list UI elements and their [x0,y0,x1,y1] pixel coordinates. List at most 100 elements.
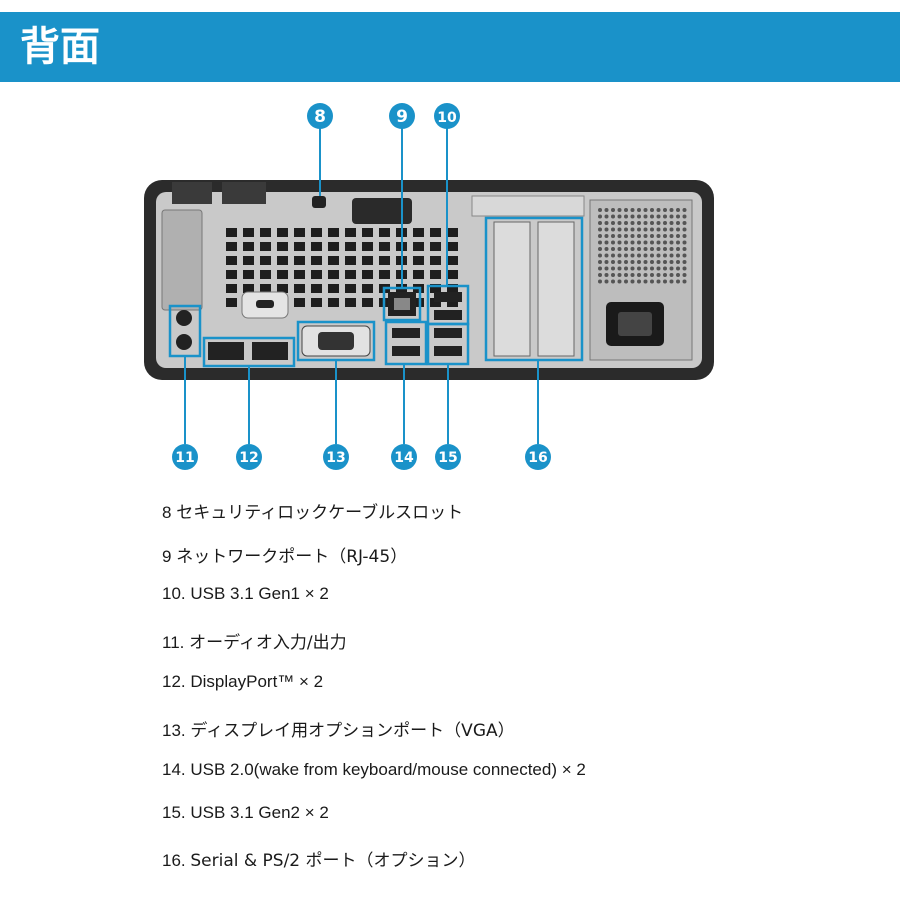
fan-hole [617,234,622,238]
fan-hole [656,266,661,271]
vent-hole [447,284,458,293]
list-item-text: セキュリティロックケーブルスロット [176,503,464,523]
fan-hole [669,221,674,225]
fan-hole [650,273,654,277]
vent-hole [413,256,424,265]
list-item-number: 15. [162,803,186,822]
audio-jack-bottom [176,334,192,350]
expansion-slot-1 [493,221,531,357]
fan-hole [676,221,680,225]
fan-hole [637,240,641,245]
fan-hole [676,279,680,284]
vent-hole [294,242,305,251]
fan-hole [650,214,654,219]
fan-hole [643,279,648,284]
fan-hole [604,221,609,225]
callout-8-label: 8 [314,107,326,127]
fan-hole [637,234,641,238]
list-item-number: 10. [162,584,186,603]
list-item-9: 9 ネットワークポート（RJ-45） [162,542,407,567]
list-item-12: 12. DisplayPort™ × 2 [162,672,323,692]
fan-hole [624,208,628,212]
fan-hole [624,247,628,251]
fan-hole [637,266,641,271]
vent-hole [447,298,458,307]
fan-hole [630,214,635,219]
vent-hole [447,270,458,279]
fan-hole [598,227,602,232]
fan-hole [656,260,661,264]
fan-hole [676,240,680,245]
vent-hole [328,256,339,265]
callout-9-label: 9 [396,107,408,127]
fan-hole [611,260,615,264]
vent-hole [277,256,288,265]
vent-hole [260,270,271,279]
vent-hole [379,256,390,265]
list-item-text: USB 3.1 Gen2 × 2 [190,803,329,822]
fan-hole [598,273,602,277]
fan-hole [630,266,635,271]
fan-hole [611,253,615,258]
fan-hole [643,253,648,258]
vent-hole [345,298,356,307]
list-item-number: 12. [162,672,186,691]
fan-hole [604,273,609,277]
vent-hole [447,242,458,251]
fan-hole [630,208,635,212]
fan-hole [604,240,609,245]
callout-11: 11 [172,444,198,470]
list-item-number: 11. [162,633,185,652]
fan-hole [624,234,628,238]
vent-hole [379,270,390,279]
fan-hole [650,279,654,284]
fan-hole [630,279,635,284]
fan-hole [617,240,622,245]
fan-hole [656,234,661,238]
vent-hole [345,228,356,237]
vent-hole [328,270,339,279]
fan-hole [676,214,680,219]
highlight-usb20 [384,320,428,366]
fan-hole [669,227,674,232]
fan-hole [663,279,667,284]
list-item-number: 9 [162,547,172,566]
vent-hole [447,228,458,237]
type-c-port [256,300,274,308]
fan-hole [656,273,661,277]
fan-hole [669,273,674,277]
list-item-number: 13. [162,721,186,740]
expansion-top-bar [471,195,585,217]
fan-hole [682,221,687,225]
rj45-inner [394,298,410,310]
fan-hole [637,208,641,212]
vent-hole [413,270,424,279]
list-item-text: オーディオ入力/出力 [189,633,347,653]
vent-hole [430,242,441,251]
vent-hole [430,298,441,307]
list-item-15: 15. USB 3.1 Gen2 × 2 [162,803,329,823]
fan-hole [669,260,674,264]
fan-hole [624,273,628,277]
callout-13-label: 13 [326,450,345,466]
fan-hole [598,214,602,219]
fan-hole [630,234,635,238]
fan-hole [598,221,602,225]
fan-hole [604,227,609,232]
fan-hole [669,253,674,258]
vent-hole [328,284,339,293]
vent-hole [311,242,322,251]
fan-hole [669,214,674,219]
fan-hole [650,227,654,232]
fan-hole [604,266,609,271]
fan-hole [643,273,648,277]
vent-hole [430,228,441,237]
fan-hole [624,253,628,258]
fan-hole [663,253,667,258]
usb20-port-1 [392,328,420,338]
vent-hole [379,228,390,237]
list-item-text: ディスプレイ用オプションポート（VGA） [190,721,515,741]
fan-hole [650,234,654,238]
vent-hole [362,284,373,293]
vent-hole [362,242,373,251]
